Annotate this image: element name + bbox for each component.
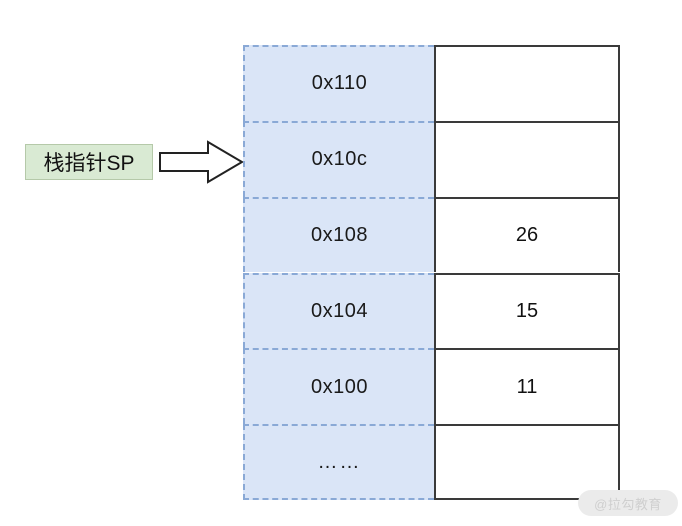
memory-address-cell: 0x104 <box>243 272 434 349</box>
memory-address-cell: 0x100 <box>243 348 434 425</box>
memory-address-cell: 0x108 <box>243 196 434 273</box>
memory-value-cell: 26 <box>434 196 620 273</box>
table-row: …… <box>243 424 620 500</box>
stack-pointer-label: 栈指针SP <box>25 144 153 180</box>
memory-address-cell: 0x10c <box>243 120 434 197</box>
memory-value-cell: 11 <box>434 348 620 425</box>
memory-table: 0x110 0x10c 0x108 26 0x104 15 0x100 11 …… <box>243 45 620 500</box>
stack-pointer-label-text: 栈指针SP <box>43 152 135 175</box>
memory-address-cell: 0x110 <box>243 45 434 121</box>
memory-value-cell: 15 <box>434 272 620 349</box>
arrow-right-icon <box>159 140 244 184</box>
memory-value-cell <box>434 120 620 197</box>
watermark: @拉勾教育 <box>578 490 678 516</box>
table-row: 0x104 15 <box>243 272 620 349</box>
memory-value-cell <box>434 424 620 500</box>
table-row: 0x100 11 <box>243 348 620 425</box>
table-row: 0x110 <box>243 45 620 121</box>
watermark-text: @拉勾教育 <box>594 496 662 512</box>
table-row: 0x108 26 <box>243 196 620 273</box>
memory-address-cell-ellipsis: …… <box>243 424 434 500</box>
memory-value-cell <box>434 45 620 121</box>
table-row: 0x10c <box>243 120 620 197</box>
stack-pointer-arrow-icon <box>158 139 244 185</box>
